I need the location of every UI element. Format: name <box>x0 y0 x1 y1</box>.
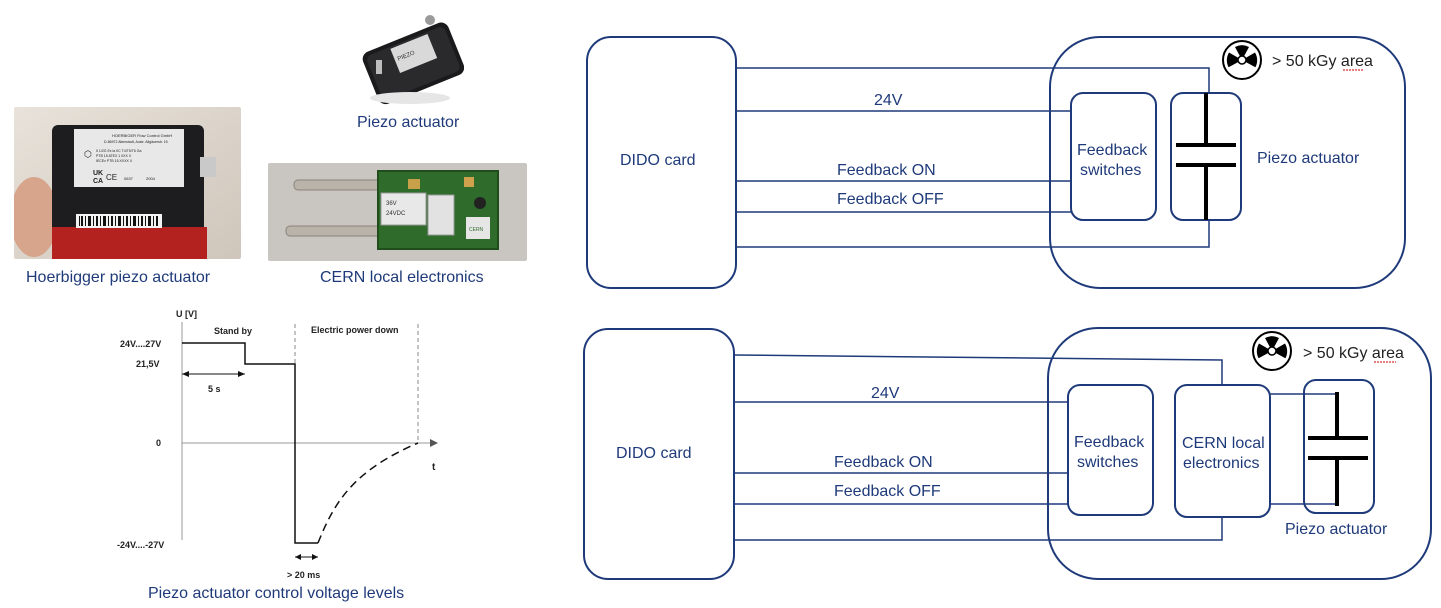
power-down-label: Electric power down <box>311 325 399 335</box>
hoer-label-line3: II 1/2G Ex ia IIC T4/T5/T6 Ga <box>96 149 142 153</box>
diagram-2: DIDO card 24V Feedback ON Feedback OFF F… <box>583 327 1432 580</box>
hoer-num: 0637 <box>124 176 134 181</box>
feedback-off-label: Feedback OFF <box>837 191 944 208</box>
hoer-ce: CE <box>106 173 117 182</box>
tick-0: 0 <box>156 438 161 448</box>
y-axis-label: U [V] <box>176 309 197 319</box>
twenty-ms-label: > 20 ms <box>287 570 320 580</box>
radiation-icon-2 <box>1252 331 1292 371</box>
feedback-off-label-2: Feedback OFF <box>834 483 941 500</box>
voltage-decay-curve <box>317 442 419 544</box>
tick-neg: -24V....-27V <box>117 540 164 550</box>
cern-local-label1: CERN local <box>1182 435 1265 452</box>
five-s-label: 5 s <box>208 384 221 394</box>
v24-label: 24V <box>874 92 903 109</box>
feedback-switches-label1: Feedback <box>1077 142 1148 159</box>
dido-card-label-2: DIDO card <box>616 445 692 462</box>
voltage-levels-caption: Piezo actuator control voltage levels <box>148 585 405 602</box>
cern-chip-label1: 36V <box>386 201 397 207</box>
voltage-plot: U [V] t 24V....27V 21,5V 0 -24V....-27V … <box>117 309 438 580</box>
tick-21-5: 21,5V <box>136 359 160 369</box>
hoer-label-line1: HOERBIGER Flow Control GmbH <box>112 133 172 138</box>
dido-card-box <box>586 36 737 289</box>
cern-local-electronics-box <box>1174 384 1271 518</box>
hoerbigger-photo: HOERBIGER Flow Control GmbH D-86972 Alte… <box>14 107 241 259</box>
cern-electronics-caption: CERN local electronics <box>320 269 484 286</box>
hoer-uk: UK <box>93 170 103 177</box>
hoer-label-line4: PTB 15 ATEX 1 0XX X <box>96 154 132 158</box>
hoer-label-line5: IECEx PTB 15.XXXX X <box>96 159 133 163</box>
hoer-label-line2: D-86972 Altenstadt, Austr. Allgäuerstr. … <box>104 140 168 144</box>
radiation-area-box <box>1049 36 1406 289</box>
voltage-signal <box>182 342 318 544</box>
piezo-top-caption: Piezo actuator <box>357 114 460 131</box>
cern-chip-label2: 24VDC <box>386 211 406 217</box>
piezo-actuator-label: Piezo actuator <box>1257 150 1360 167</box>
tick-24-27: 24V....27V <box>120 339 161 349</box>
radiation-icon <box>1222 40 1262 80</box>
cern-logo-text: CERN <box>469 227 484 233</box>
area-label-2: > 50 kGy area <box>1303 345 1404 362</box>
feedback-switches-label2-2: switches <box>1077 454 1138 471</box>
feedback-switches-box-2 <box>1067 384 1154 516</box>
x-axis-label: t <box>432 462 436 473</box>
v24-label-2: 24V <box>871 385 900 402</box>
hoer-year: 2004 <box>146 176 156 181</box>
cern-electronics-photo: 36V 24VDC CERN <box>268 163 527 261</box>
feedback-switches-label2: switches <box>1080 162 1141 179</box>
radiation-area-box-2 <box>1047 327 1432 580</box>
cern-local-label2: electronics <box>1183 455 1259 472</box>
dido-card-label: DIDO card <box>620 152 696 169</box>
hoer-ca: CA <box>93 178 103 185</box>
diagram-1: DIDO card 24V Feedback ON Feedback OFF F… <box>586 36 1406 289</box>
feedback-on-label-2: Feedback ON <box>834 454 933 471</box>
dido-card-box-2 <box>583 328 735 580</box>
hoer-ex-mark: ⬡ <box>84 149 92 159</box>
area-label: > 50 kGy area <box>1272 53 1373 70</box>
stand-by-label: Stand by <box>214 326 252 336</box>
piezo-actuator-photo: PIEZO <box>358 8 464 108</box>
piezo-actuator-label-2: Piezo actuator <box>1285 521 1388 538</box>
feedback-switches-label1-2: Feedback <box>1074 434 1145 451</box>
piezo-capacitor-box-2 <box>1303 379 1375 514</box>
feedback-switches-box <box>1070 92 1157 221</box>
hoerbigger-caption: Hoerbigger piezo actuator <box>26 269 211 286</box>
feedback-on-label: Feedback ON <box>837 162 936 179</box>
